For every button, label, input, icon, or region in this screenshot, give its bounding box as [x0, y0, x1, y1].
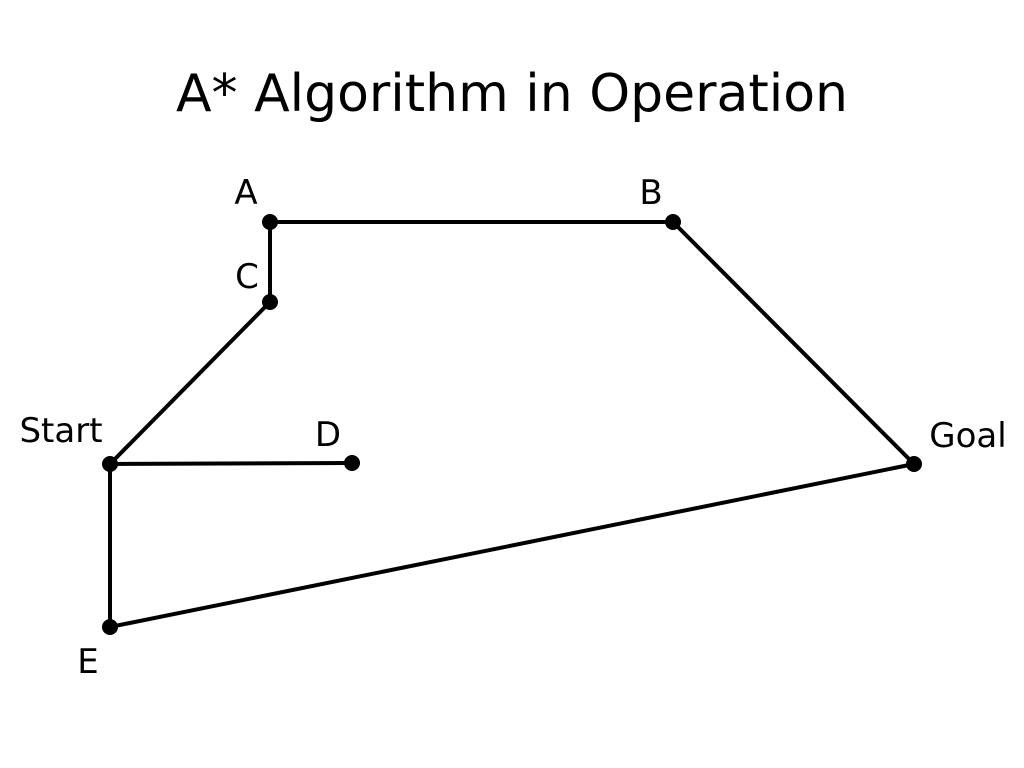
nodes [102, 214, 922, 635]
node-d [344, 455, 360, 471]
node-start [102, 456, 118, 472]
edge-c-start [108, 300, 272, 466]
node-label-e: E [77, 642, 98, 682]
edge-b-goal [671, 220, 916, 466]
slide-title: A* Algorithm in Operation [175, 64, 848, 124]
edge-e-goal [108, 462, 916, 629]
node-label-a: A [234, 173, 257, 213]
node-b [665, 214, 681, 230]
node-label-start: Start [19, 411, 102, 451]
node-a [262, 214, 278, 230]
node-c [262, 294, 278, 310]
node-goal [906, 456, 922, 472]
node-label-c: C [235, 257, 259, 297]
edge-start-d [108, 461, 354, 466]
edges [108, 220, 916, 629]
node-labels: A B C Start D Goal E [19, 173, 1006, 682]
node-label-b: B [639, 173, 662, 213]
node-label-goal: Goal [929, 416, 1006, 456]
node-label-d: D [315, 415, 341, 455]
node-e [102, 619, 118, 635]
